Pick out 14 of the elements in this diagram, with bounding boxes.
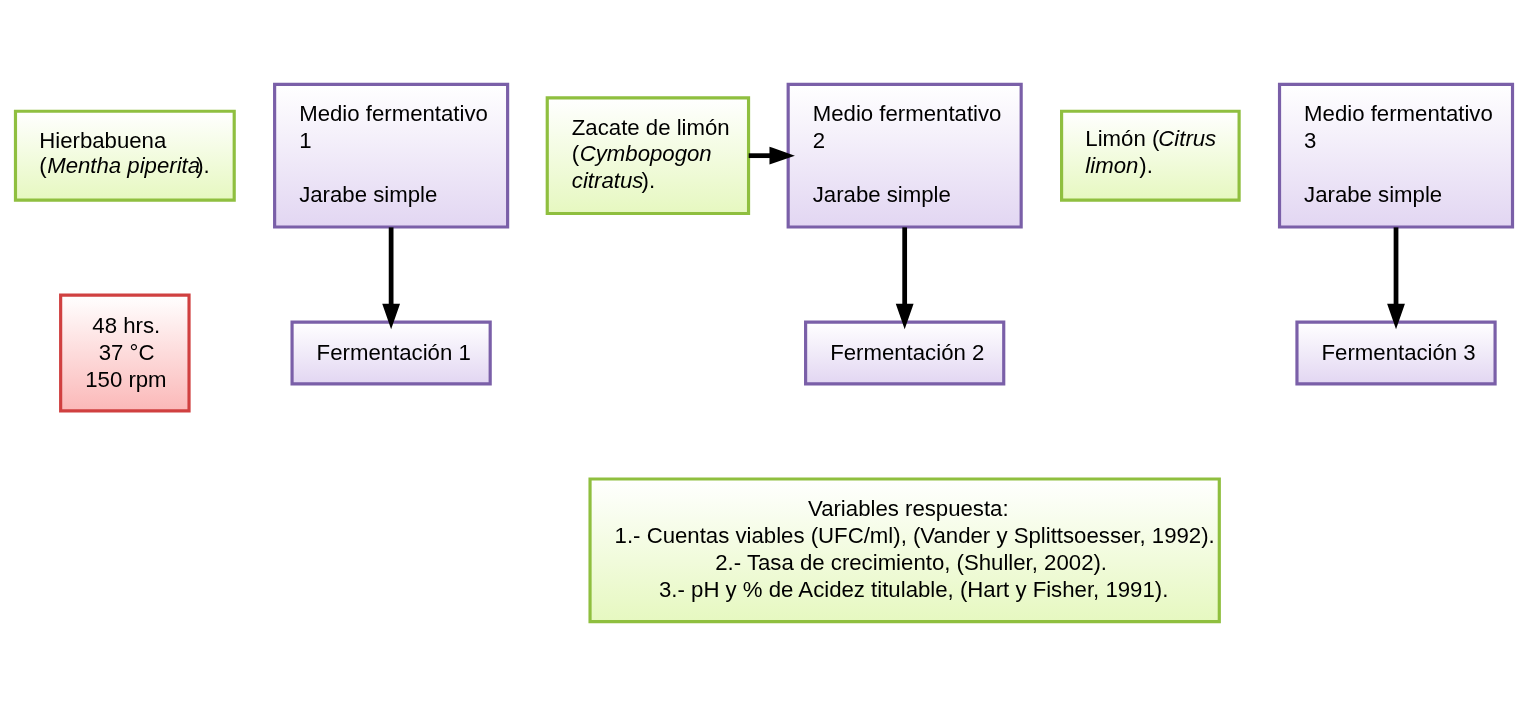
node-box: Zacate de limón (Cymbopogon citratus). xyxy=(545,95,751,215)
arrow xyxy=(895,226,914,329)
node-box: Fermentación 3 xyxy=(1295,320,1497,385)
node-box: Fermentación 2 xyxy=(804,320,1006,385)
arrow xyxy=(382,226,401,329)
node-box: Limón (Citrus limon). xyxy=(1060,109,1241,202)
node-box: 48 hrs. 37 °C 150 rpm xyxy=(59,293,191,412)
arrow xyxy=(748,146,795,165)
arrow xyxy=(1387,226,1405,329)
node-box: Medio fermentativo 2 Jarabe simple xyxy=(786,82,1023,229)
node-box: Fermentación 1 xyxy=(290,320,492,385)
node-box: Variables respuesta: 1.- Cuentas viables (UFC/ml), (Vander y Splittsoesser, 1992). 2.- Tasa de crecimiento, (Shuller, 2002). 3.- pH y % de Acidez titulable, (Hart y Fisher, 1991). xyxy=(588,476,1221,623)
node-box: Medio fermentativo 1 Jarabe simple xyxy=(273,82,510,229)
node-box: Medio fermentativo 3 Jarabe simple xyxy=(1277,82,1515,229)
